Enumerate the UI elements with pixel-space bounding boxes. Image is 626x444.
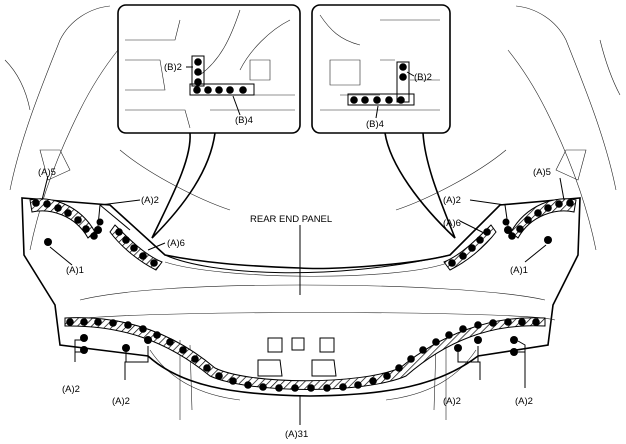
label-a2-upper-right: (A)2 bbox=[443, 195, 461, 206]
label-a2-low-4: (A)2 bbox=[515, 396, 533, 407]
weld-band-a6-left bbox=[109, 224, 163, 271]
label-a31: (A)31 bbox=[285, 429, 308, 440]
label-rear-end-panel: REAR END PANEL bbox=[250, 214, 332, 225]
label-a1-left: (A)1 bbox=[66, 265, 84, 276]
label-a1-right: (A)1 bbox=[510, 265, 528, 276]
label-a2-low-1: (A)2 bbox=[62, 384, 80, 395]
leader-lines bbox=[41, 175, 565, 425]
inset-left: (B)2 (B)4 bbox=[117, 4, 301, 239]
inset-right: (B)2 (B)4 bbox=[311, 4, 456, 239]
inset-right-b2-label: (B)2 bbox=[414, 72, 432, 83]
inset-right-b4-label: (B)4 bbox=[366, 119, 384, 130]
label-a2-low-3: (A)2 bbox=[443, 396, 461, 407]
inset-left-b2-label: (B)2 bbox=[164, 62, 182, 73]
weld-band-a31 bbox=[64, 317, 546, 392]
label-a6-right: (A)6 bbox=[443, 218, 461, 229]
label-a5-left: (A)5 bbox=[38, 167, 56, 178]
vehicle-body-outline bbox=[4, 5, 621, 420]
label-a6-left: (A)6 bbox=[167, 238, 185, 249]
label-a2-low-2: (A)2 bbox=[112, 396, 130, 407]
label-a2-upper-left: (A)2 bbox=[141, 195, 159, 206]
weld-dots-lower bbox=[80, 334, 518, 356]
weld-band-a6-right bbox=[443, 224, 497, 271]
label-a5-right: (A)5 bbox=[533, 167, 551, 178]
inset-left-b4-label: (B)4 bbox=[235, 115, 253, 126]
weld-band-a5-left bbox=[29, 198, 98, 240]
callout-labels: (A)5 (A)2 (A)6 (A)1 REAR END PANEL (A)5 … bbox=[38, 167, 551, 440]
weld-band-a5-right bbox=[508, 198, 577, 240]
rear-end-panel bbox=[21, 197, 581, 397]
